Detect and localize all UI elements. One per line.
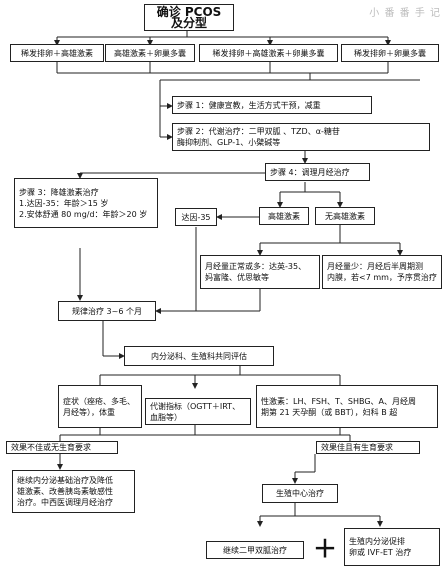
type-box-4: 稀发排卵＋卵巢多囊: [341, 44, 439, 62]
sex-hormones-box: 性激素：LH、FSH、T、SHBG、A、月经周 期第 21 天孕酮（或 BBT）…: [256, 385, 438, 428]
no-high-androgen-box: 无高雄激素: [315, 207, 375, 225]
ivf-treatment-box: 生殖内分泌促排 卵或 IVF-ET 治疗: [344, 528, 440, 566]
step1-box: 步骤 1：健康宣教，生活方式干预，减重: [172, 96, 372, 114]
good-effect-box: 效果佳且有生育要求: [316, 441, 420, 454]
type-box-1: 稀发排卵＋高雄激素: [10, 44, 104, 62]
joint-evaluation-box: 内分泌科、生殖科共同评估: [124, 346, 274, 366]
dyne35-box: 达因-35: [175, 208, 217, 226]
step4-box: 步骤 4：调理月经治疗: [265, 163, 370, 181]
type-box-3: 稀发排卵＋高雄激素＋卵巢多囊: [199, 44, 338, 62]
menses-low-box: 月经量少：月经后半周期测 内膜，若<7 mm，予序贯治疗: [322, 255, 442, 289]
title-box: 确诊 PCOS 及分型: [144, 4, 234, 31]
continue-metformin-box: 继续二甲双胍治疗: [206, 541, 304, 559]
type-box-2: 高雄激素＋卵巢多囊: [105, 44, 195, 62]
continue-basic-treatment-box: 继续内分泌基础治疗及降低 雄激素、改善胰岛素敏感性 治疗。中西医调理月经治疗: [12, 470, 135, 513]
regular-treatment-box: 规律治疗 3~6 个月: [58, 301, 156, 321]
plus-sign: ＋: [313, 535, 337, 563]
high-androgen-box: 高雄激素: [259, 207, 309, 225]
menses-normal-box: 月经量正常或多：达英-35、 妈富隆、优思敏等: [200, 255, 320, 289]
metabolic-indicators-box: 代谢指标（OGTT＋IRT、 血脂等）: [145, 398, 251, 425]
poor-effect-box: 效果不佳或无生育要求: [6, 441, 118, 454]
step2-box: 步骤 2：代谢治疗：二甲双胍 、TZD、α-糖苷 酶抑制剂、GLP-1、小檗碱等: [172, 123, 430, 151]
watermark-text: 小 番 番 手 记: [369, 8, 441, 19]
step3-box: 步骤 3：降雄激素治疗 1.达因-35：年龄＞15 岁 2.安体舒通 80 mg…: [14, 178, 158, 228]
symptoms-box: 症状（痤疮、多毛、 月经等），体重: [58, 385, 142, 428]
reproductive-center-box: 生殖中心治疗: [262, 484, 338, 503]
